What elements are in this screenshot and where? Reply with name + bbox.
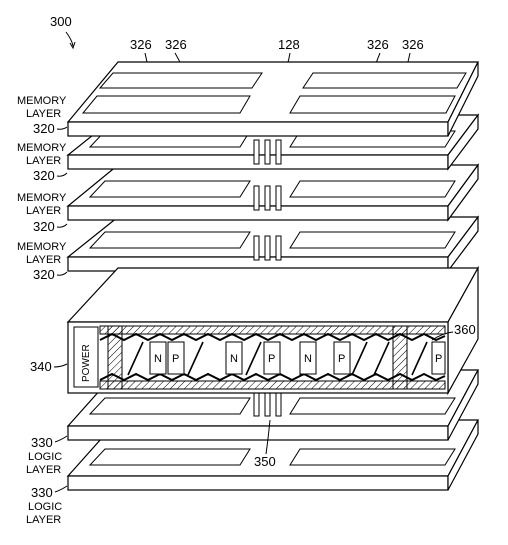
leader-line [265, 419, 271, 455]
memory-layer-3 [66, 163, 480, 222]
n-cell [225, 341, 243, 375]
svg-text:320: 320 [33, 219, 55, 234]
svg-text:LAYER: LAYER [26, 254, 61, 266]
p-cell [263, 341, 281, 375]
ref-label-326: 326 [402, 37, 424, 52]
svg-text:330: 330 [31, 435, 53, 450]
via-group [253, 185, 282, 211]
svg-text:320: 320 [33, 168, 55, 183]
memory-layer-label-3: MEMORY LAYER 320 [17, 192, 68, 234]
ref-label-326: 326 [165, 37, 187, 52]
svg-text:320: 320 [33, 267, 55, 282]
memory-layer-label-1: MEMORY LAYER 320 [17, 95, 68, 136]
figure-arrow [65, 31, 74, 47]
leader-line [431, 331, 454, 341]
svg-text:LAYER: LAYER [26, 464, 61, 476]
logic-layer-label-1: 330 LOGIC LAYER [26, 435, 68, 476]
cell-label: N [230, 353, 238, 365]
cell-label: P [338, 353, 345, 365]
memory-layer-label-2: MEMORY LAYER 320 [17, 142, 68, 183]
svg-text:MEMORY: MEMORY [17, 95, 67, 107]
cell-label: P [268, 353, 275, 365]
ref-label-360: 360 [454, 322, 476, 337]
cell-label: N [154, 353, 162, 365]
n-cell [149, 341, 167, 375]
svg-text:MEMORY: MEMORY [17, 241, 67, 253]
figure-number: 300 [50, 14, 72, 29]
ref-label-350: 350 [254, 454, 276, 469]
ref-label-326: 326 [367, 37, 389, 52]
power-module [73, 326, 99, 388]
svg-text:LAYER: LAYER [26, 155, 61, 167]
svg-text:MEMORY: MEMORY [17, 142, 67, 154]
svg-text:320: 320 [33, 121, 55, 136]
via-group [253, 139, 282, 165]
logic-layer-label-2: 330 LOGIC LAYER [26, 485, 68, 526]
power-logic-block [66, 265, 480, 396]
ref-label-128: 128 [278, 37, 300, 52]
ref-label-340: 340 [30, 359, 52, 374]
svg-text:MEMORY: MEMORY [17, 192, 67, 204]
via-group [253, 391, 282, 417]
via-group [253, 235, 282, 261]
ref-label-326: 326 [130, 37, 152, 52]
p-cell [333, 341, 351, 375]
svg-text:LOGIC: LOGIC [28, 501, 62, 513]
n-cell [299, 341, 317, 375]
cell-label: P [435, 353, 442, 365]
p-cell [431, 341, 446, 375]
figure-arrowhead [69, 41, 76, 50]
svg-text:LAYER: LAYER [26, 514, 61, 526]
svg-text:LAYER: LAYER [26, 108, 61, 120]
memory-layer-label-4: MEMORY LAYER 320 [17, 241, 68, 282]
memory-layer-1 [66, 61, 479, 137]
power-label: POWER [81, 344, 92, 382]
leader-line [53, 363, 68, 368]
svg-text:LAYER: LAYER [26, 205, 61, 217]
memory-layer-4 [66, 215, 480, 273]
p-cell [167, 341, 185, 375]
cell-label: N [304, 353, 312, 365]
cell-label: P [172, 353, 179, 365]
svg-text:330: 330 [31, 485, 53, 500]
svg-text:LOGIC: LOGIC [28, 451, 62, 463]
